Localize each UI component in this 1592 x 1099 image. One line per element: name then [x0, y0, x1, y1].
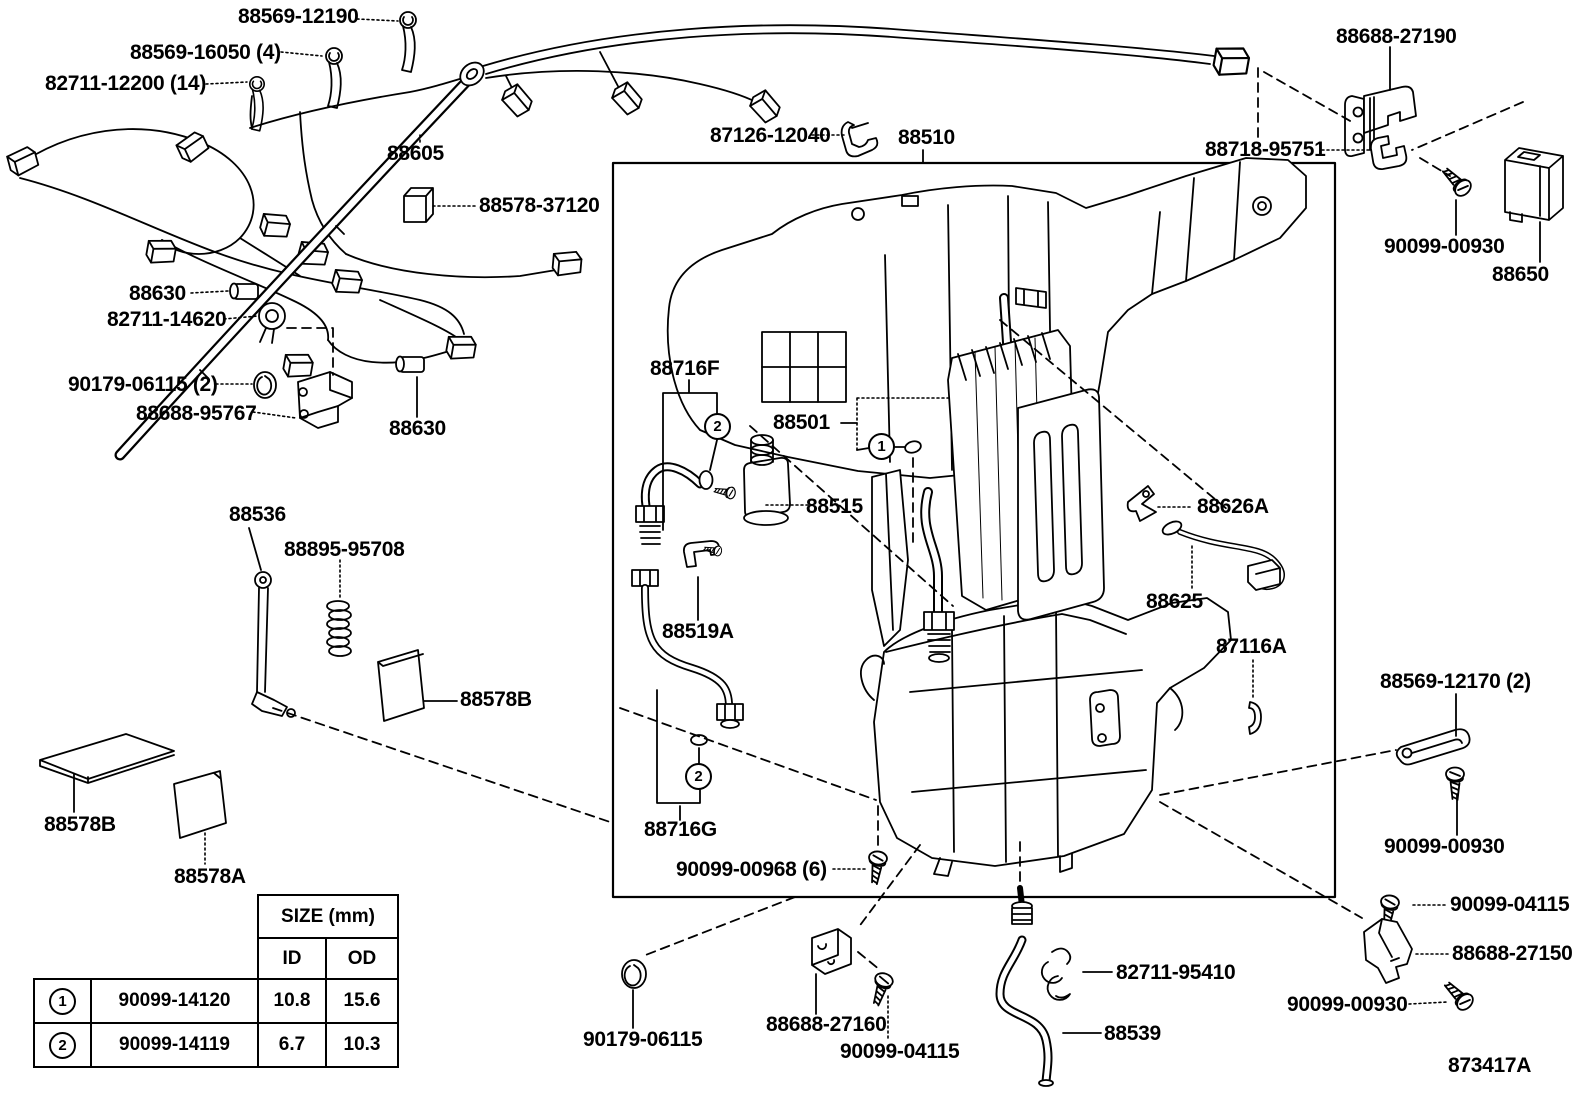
part-label-87126-12040[interactable]: 87126-12040 — [710, 124, 831, 147]
size-table-row-1: 1 90099-14120 10.8 15.6 — [33, 978, 399, 1024]
part-label-88688-27150[interactable]: 88688-27150 — [1452, 942, 1573, 965]
part-label-88569-12170-2[interactable]: 88569-12170 (2) — [1380, 670, 1531, 693]
part-label-90099-00930-c[interactable]: 90099-00930 — [1287, 993, 1408, 1016]
part-label-88578A[interactable]: 88578A — [174, 865, 246, 888]
row2-od-value: 10.3 — [325, 1022, 399, 1068]
part-label-82711-95410[interactable]: 82711-95410 — [1116, 961, 1236, 984]
row2-callout: 2 — [49, 1031, 76, 1059]
size-table-col-id: ID — [257, 937, 327, 980]
upper-case-88510-art — [666, 157, 1307, 647]
part-label-90099-00930-b[interactable]: 90099-00930 — [1384, 835, 1505, 858]
size-table: SIZE (mm) ID OD 1 90099-14120 10.8 15.6 … — [33, 894, 399, 1068]
dotted-leaders — [190, 18, 1449, 1041]
clip-88569-16050-art — [325, 47, 343, 109]
size-table-row-2: 2 90099-14119 6.7 10.3 — [33, 1022, 399, 1068]
part-label-88501[interactable]: 88501 — [773, 411, 830, 434]
size-table-spacer2 — [34, 938, 258, 979]
callout-2-b: 2 — [685, 763, 712, 790]
bottom-center-parts-art — [621, 849, 1072, 1087]
diagram-frame — [611, 161, 1337, 899]
part-88605-art — [114, 61, 485, 461]
bottom-left-parts-art — [39, 571, 425, 839]
part-label-88569-16050[interactable]: 88569-16050 (4) — [130, 41, 281, 64]
dashed-lines — [272, 67, 1524, 971]
part-label-82711-14620[interactable]: 82711-14620 — [107, 308, 227, 331]
part-label-88718-95751[interactable]: 88718-95751 — [1205, 138, 1326, 161]
part-label-88536[interactable]: 88536 — [229, 503, 286, 526]
part-label-88510[interactable]: 88510 — [898, 126, 955, 149]
solid-leaders — [73, 46, 1541, 1034]
row1-od-value: 15.6 — [325, 978, 399, 1024]
part-label-90099-04115-b[interactable]: 90099-04115 — [840, 1040, 960, 1063]
part-label-88716G[interactable]: 88716G — [644, 818, 717, 841]
part-label-90099-04115-a[interactable]: 90099-04115 — [1450, 893, 1570, 916]
right-small-parts-art — [1126, 485, 1285, 735]
part-label-88688-27190[interactable]: 88688-27190 — [1336, 25, 1457, 48]
part-label-82711-12200[interactable]: 82711-12200 (14) — [45, 72, 207, 95]
part-label-88625[interactable]: 88625 — [1146, 590, 1203, 613]
clip-88569-12190-art — [399, 11, 417, 73]
row1-id-value: 10.8 — [257, 978, 327, 1024]
diagram-code: 873417A — [1448, 1054, 1532, 1077]
part-label-88630-b[interactable]: 88630 — [389, 417, 446, 440]
wire-harness-art — [5, 24, 1252, 382]
row1-part-number: 90099-14120 — [90, 978, 259, 1024]
part-label-88578B-r[interactable]: 88578B — [460, 688, 532, 711]
part-label-88716F[interactable]: 88716F — [650, 357, 720, 380]
size-table-col-od: OD — [325, 937, 399, 980]
lower-case-art — [860, 597, 1232, 877]
size-table-spacer — [34, 895, 258, 938]
part-label-88626A[interactable]: 88626A — [1197, 495, 1269, 518]
left-small-parts-art — [229, 121, 879, 429]
part-label-88539[interactable]: 88539 — [1104, 1022, 1161, 1045]
size-table-header: SIZE (mm) — [257, 894, 399, 939]
part-label-88519A[interactable]: 88519A — [662, 620, 734, 643]
part-label-88630-a[interactable]: 88630 — [129, 282, 186, 305]
part-label-88650[interactable]: 88650 — [1492, 263, 1549, 286]
part-label-88515[interactable]: 88515 — [806, 495, 863, 518]
row1-callout: 1 — [49, 987, 76, 1015]
bottom-right-parts-art — [1363, 728, 1477, 1014]
part-label-88605[interactable]: 88605 — [387, 142, 444, 165]
pipes-art — [631, 434, 791, 746]
part-label-88569-12190[interactable]: 88569-12190 — [238, 5, 359, 28]
evaporator-88501-art — [904, 287, 1105, 663]
row2-part-number: 90099-14119 — [90, 1022, 259, 1068]
row2-id-value: 6.7 — [257, 1022, 327, 1068]
callout-2-a: 2 — [704, 413, 731, 440]
callout-1: 1 — [868, 433, 895, 460]
part-label-88578-37120[interactable]: 88578-37120 — [479, 194, 600, 217]
part-label-90179-06115-b[interactable]: 90179-06115 — [583, 1028, 703, 1051]
top-right-parts-art — [1344, 85, 1564, 223]
part-label-87116A[interactable]: 87116A — [1216, 635, 1287, 658]
part-label-88578B-l[interactable]: 88578B — [44, 813, 116, 836]
part-label-90099-00930-a[interactable]: 90099-00930 — [1384, 235, 1505, 258]
part-label-88688-27160[interactable]: 88688-27160 — [766, 1013, 887, 1036]
part-label-88688-95767[interactable]: 88688-95767 — [136, 402, 257, 425]
part-label-88895-95708[interactable]: 88895-95708 — [284, 538, 405, 561]
part-label-90179-06115-2[interactable]: 90179-06115 (2) — [68, 373, 218, 396]
part-label-90099-00968-6[interactable]: 90099-00968 (6) — [676, 858, 827, 881]
